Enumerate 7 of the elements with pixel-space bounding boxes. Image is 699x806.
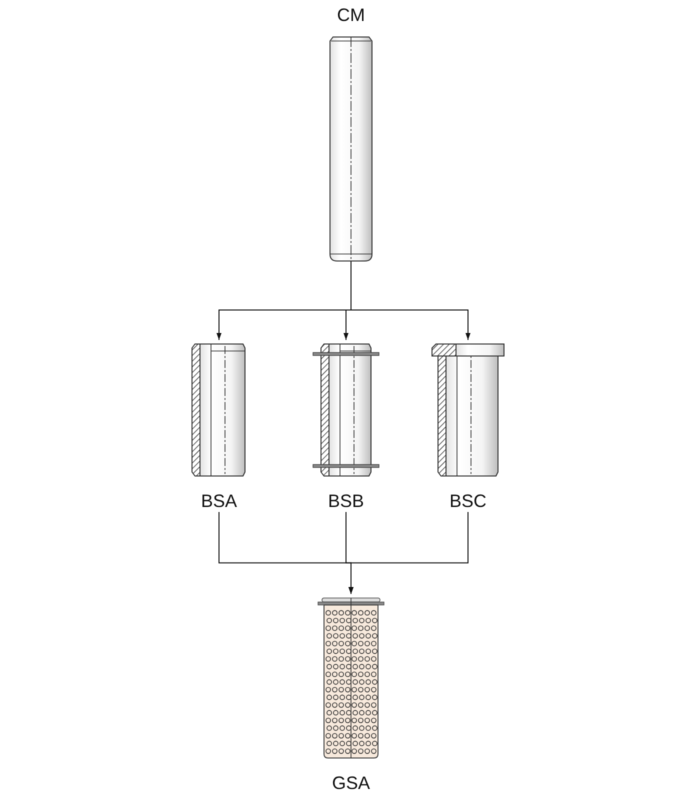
part-label: CM: [337, 4, 365, 26]
part-label: BSA: [200, 490, 238, 512]
part-label: BSB: [328, 490, 364, 512]
part-label: BSC: [449, 490, 486, 512]
connector-arrow: [350, 260, 470, 340]
part-label: GSA: [332, 772, 370, 794]
connector-arrow: [348, 512, 468, 594]
